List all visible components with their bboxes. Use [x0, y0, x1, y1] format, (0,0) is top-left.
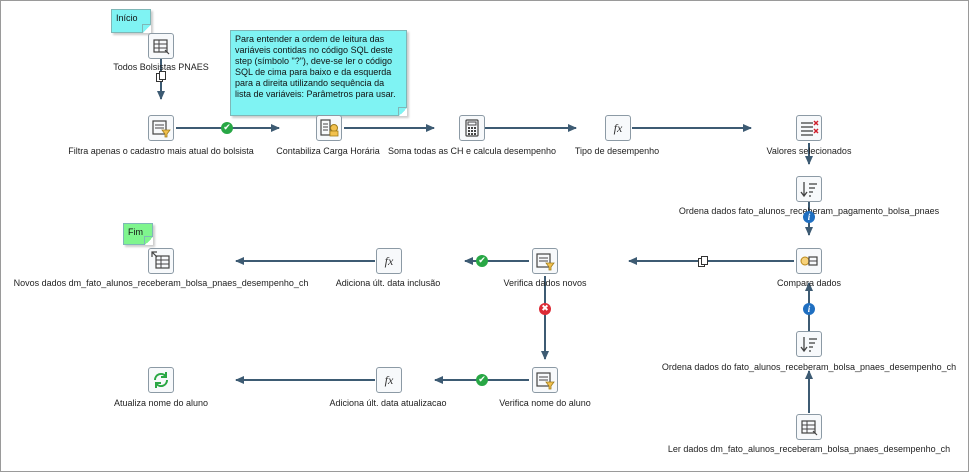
formula-icon: fx	[385, 373, 394, 387]
merge-rows-icon	[800, 256, 818, 266]
database-lookup-icon	[320, 119, 339, 137]
step-verifica-nome[interactable]	[532, 367, 558, 393]
hop-info-icon: i	[803, 211, 815, 223]
note-fim-text: Fim	[128, 227, 143, 237]
step-novos-dados[interactable]	[148, 248, 174, 274]
sort-rows-icon	[800, 337, 817, 353]
update-icon	[153, 372, 169, 388]
table-output-icon	[151, 251, 170, 269]
sort-rows-icon	[800, 182, 817, 198]
step-ler-dados[interactable]	[796, 414, 822, 440]
hop-ok-icon: ✔	[221, 122, 233, 134]
table-input-icon	[153, 39, 170, 55]
table-input-icon	[801, 420, 818, 436]
step-tipo-desempenho[interactable]: fx	[605, 115, 631, 141]
note-inicio-text: Início	[116, 13, 138, 23]
filter-rows-icon	[536, 253, 555, 271]
step-label: Soma todas as CH e calcula desempenho	[387, 146, 557, 156]
note-fim[interactable]: Fim	[123, 223, 153, 245]
step-label: Adiciona últ. data inclusão	[335, 278, 441, 288]
step-label: Contabiliza Carga Horária	[276, 146, 380, 156]
step-ordena-pagamento[interactable]	[796, 176, 822, 202]
hop-ok-icon: ✔	[476, 374, 488, 386]
hop-error-icon: ✖	[539, 303, 551, 315]
step-todos-bolsistas[interactable]	[148, 33, 174, 59]
step-label: Compara dados	[776, 278, 842, 288]
filter-rows-icon	[536, 372, 555, 390]
hop-ok-icon: ✔	[476, 255, 488, 267]
step-label: Adiciona últ. data atualizacao	[329, 398, 447, 408]
step-contabiliza-carga[interactable]	[316, 115, 342, 141]
step-label: Ler dados dm_fato_alunos_receberam_bolsa…	[667, 444, 951, 454]
step-ordena-desempenho[interactable]	[796, 331, 822, 357]
step-filtra-cadastro[interactable]	[148, 115, 174, 141]
step-label: Todos Bolsistas PNAES	[113, 62, 209, 72]
step-adiciona-atualizacao[interactable]: fx	[376, 367, 402, 393]
step-verifica-dados-novos[interactable]	[532, 248, 558, 274]
step-label: Verifica dados novos	[503, 278, 587, 288]
step-label: Valores selecionados	[766, 146, 852, 156]
svg-text:fx: fx	[614, 121, 623, 135]
step-label: Tipo de desempenho	[574, 146, 660, 156]
step-soma-ch[interactable]	[459, 115, 485, 141]
step-label: Ordena dados do fato_alunos_receberam_bo…	[661, 362, 957, 372]
svg-text:fx: fx	[385, 254, 394, 268]
copy-rows-icon	[698, 256, 708, 267]
step-valores-selecionados[interactable]	[796, 115, 822, 141]
note-sql-order-text: Para entender a ordem de leitura das var…	[235, 34, 396, 99]
step-adiciona-inclusao[interactable]: fx	[376, 248, 402, 274]
copy-rows-icon	[156, 71, 166, 82]
hop-info-icon: i	[803, 303, 815, 315]
step-label: Novos dados dm_fato_alunos_receberam_bol…	[13, 278, 309, 288]
calculator-icon	[465, 119, 479, 137]
filter-rows-icon	[152, 120, 171, 138]
formula-icon: fx	[385, 254, 394, 268]
formula-icon: fx	[614, 121, 623, 135]
step-compara-dados[interactable]	[796, 248, 822, 274]
step-label: Filtra apenas o cadastro mais atual do b…	[68, 146, 254, 156]
note-sql-order[interactable]: Para entender a ordem de leitura das var…	[230, 30, 407, 116]
step-label: Verifica nome do aluno	[499, 398, 591, 408]
note-inicio[interactable]: Início	[111, 9, 151, 33]
step-atualiza-nome[interactable]	[148, 367, 174, 393]
select-values-icon	[801, 120, 819, 136]
step-label: Atualiza nome do aluno	[113, 398, 209, 408]
svg-text:fx: fx	[385, 373, 394, 387]
